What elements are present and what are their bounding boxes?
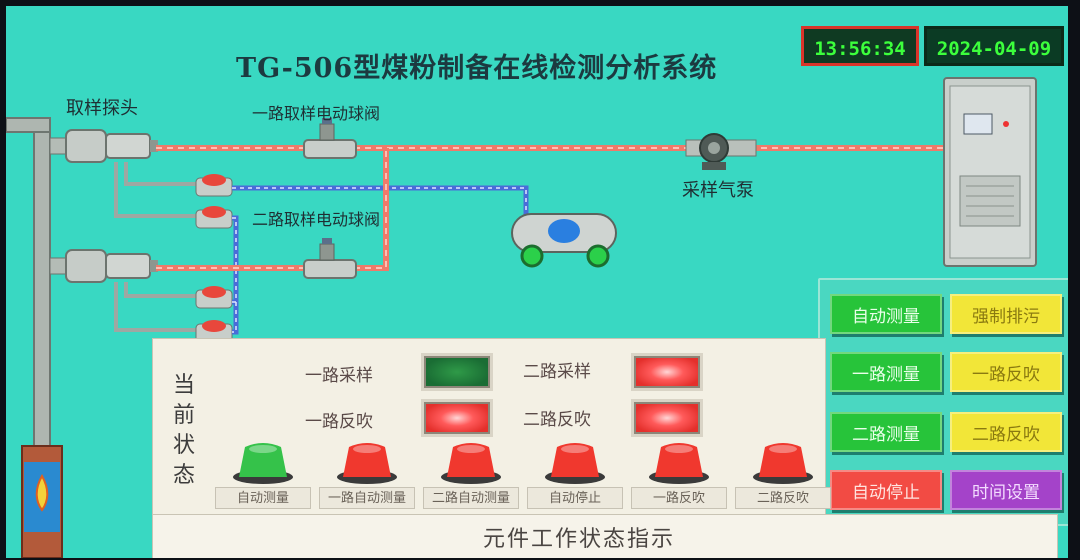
sampling-pump	[685, 133, 757, 170]
flame-icon	[35, 473, 49, 512]
status-heading: 当前状态	[172, 373, 195, 488]
status-lamp	[233, 443, 293, 484]
component-status-title: 元件工作状态指示	[483, 527, 676, 552]
lamp-label-auto-measure: 自动测量	[215, 487, 311, 509]
status-lamp	[337, 443, 397, 484]
status-lamps	[233, 443, 813, 484]
line2-measure-button[interactable]: 二路测量	[830, 412, 942, 452]
hmi-screen: TG-506型煤粉制备在线检测分析系统 13:56:34 2024-04-09 …	[6, 6, 1068, 558]
line2-blowback-button[interactable]: 二路反吹	[950, 412, 1062, 452]
time-setting-button[interactable]: 时间设置	[950, 470, 1062, 510]
ball-valve-2	[303, 238, 357, 279]
ball-valve-1	[303, 118, 357, 159]
indicator-line1-sampling	[421, 353, 493, 391]
probe-label: 取样探头	[66, 98, 138, 119]
small-valves	[195, 174, 233, 343]
valve1-label: 一路取样电动球阀	[252, 104, 381, 123]
clock-date: 2024-04-09	[924, 26, 1064, 66]
sampling-probe-2	[49, 249, 158, 283]
indicator-label-line1-sampling: 一路采样	[305, 366, 373, 386]
main-duct-top	[6, 117, 51, 133]
line1-measure-button[interactable]: 一路测量	[830, 352, 942, 392]
branch-pipes	[114, 162, 198, 332]
sampling-probe-1	[49, 129, 158, 163]
air-pipe	[232, 185, 529, 335]
process-diagram	[6, 77, 1037, 558]
pump-label: 采样气泵	[682, 180, 754, 201]
page-title: TG-506型煤粉制备在线检测分析系统	[236, 53, 718, 84]
status-lamp	[441, 443, 501, 484]
air-tank	[511, 213, 617, 268]
control-panel: 自动测量 强制排污 一路测量 一路反吹 二路测量 二路反吹 自动停止 时间设置	[818, 278, 1068, 526]
furnace	[21, 445, 63, 558]
lamp-label-line2-blowback: 二路反吹	[735, 487, 831, 509]
indicator-label-line2-sampling: 二路采样	[523, 362, 591, 382]
lamp-label-auto-stop: 自动停止	[527, 487, 623, 509]
indicator-label-line2-blowback: 二路反吹	[523, 410, 591, 430]
line1-blowback-button[interactable]: 一路反吹	[950, 352, 1062, 392]
indicator-label-line1-blowback: 一路反吹	[305, 412, 373, 432]
analyzer-cabinet	[943, 77, 1037, 267]
main-duct	[33, 120, 51, 462]
clock-time: 13:56:34	[801, 26, 919, 66]
status-lamp	[753, 443, 813, 484]
indicator-line2-sampling	[631, 353, 703, 391]
auto-measure-button[interactable]: 自动测量	[830, 294, 942, 334]
lamp-label-line1-auto-measure: 一路自动测量	[319, 487, 415, 509]
status-lamp	[545, 443, 605, 484]
status-lamp	[649, 443, 709, 484]
status-panel: 当前状态 一路采样 二路采样 一路反吹 二路反吹 自动测量 一路自动测量 二路自…	[152, 338, 831, 524]
valve2-label: 二路取样电动球阀	[252, 210, 381, 229]
sample-pipes	[156, 145, 946, 271]
indicator-line2-blowback	[631, 399, 703, 437]
lamp-label-line2-auto-measure: 二路自动测量	[423, 487, 519, 509]
force-drain-button[interactable]: 强制排污	[950, 294, 1062, 334]
auto-stop-button[interactable]: 自动停止	[830, 470, 942, 510]
lamp-label-line1-blowback: 一路反吹	[631, 487, 727, 509]
indicator-line1-blowback	[421, 399, 493, 437]
component-status-panel: 元件工作状态指示	[152, 514, 1058, 558]
